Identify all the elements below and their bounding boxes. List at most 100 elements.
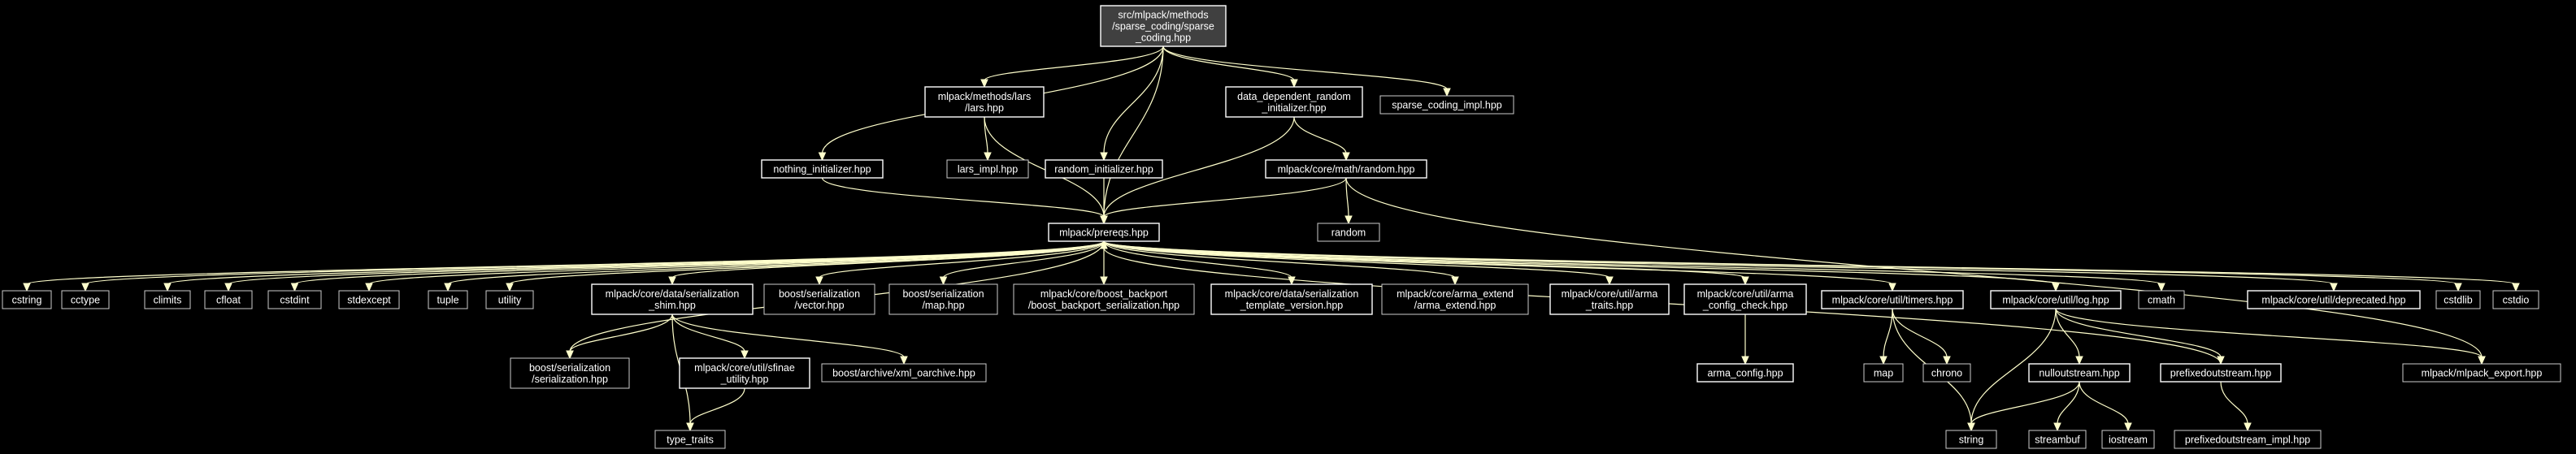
node-prereqs[interactable]: mlpack/prereqs.hpp xyxy=(1048,223,1160,242)
node-box[interactable] xyxy=(1225,86,1363,118)
node-box[interactable] xyxy=(1265,159,1427,179)
node-box[interactable] xyxy=(1549,283,1670,315)
edge-prereqs-to-timers xyxy=(1103,240,1893,285)
node-arma-config[interactable]: arma_config.hpp xyxy=(1696,363,1794,383)
node-core-random[interactable]: mlpack/core/math/random.hpp xyxy=(1265,159,1427,179)
node-box xyxy=(485,290,534,309)
edge-nullout-to-string xyxy=(1970,381,2080,425)
node-prefixed-impl: prefixedoutstream_impl.hpp xyxy=(2174,430,2322,449)
node-label-line: prefixedoutstream_impl.hpp xyxy=(2185,435,2310,446)
edge-root-to-rand_init xyxy=(1103,45,1164,154)
node-lars[interactable]: mlpack/methods/lars/lars.hpp xyxy=(924,86,1045,118)
node-label-line: _traits.hpp xyxy=(1585,300,1633,311)
arrowhead-root-to-rand_init xyxy=(1100,152,1108,162)
node-box xyxy=(888,283,998,315)
node-label-line: mlpack/core/boost_backport xyxy=(1040,288,1168,300)
node-box[interactable] xyxy=(1100,5,1227,47)
node-box[interactable] xyxy=(761,159,884,179)
node-box[interactable] xyxy=(924,86,1045,118)
node-label-line: mlpack/core/util/log.hpp xyxy=(2002,295,2109,306)
arrowhead-prereqs-to-bs_vector xyxy=(815,276,823,286)
arrowhead-arma_config_check-to-arma_config xyxy=(1741,356,1749,365)
node-box[interactable] xyxy=(2247,290,2421,309)
edge-ser_shim-to-xml_oarchive xyxy=(671,313,905,358)
node-box[interactable] xyxy=(1683,283,1807,315)
node-box[interactable] xyxy=(2028,363,2131,383)
node-root[interactable]: src/mlpack/methods/sparse_coding/sparse_… xyxy=(1100,5,1227,47)
node-label-line: mlpack/methods/lars xyxy=(938,91,1032,102)
node-map: map xyxy=(1863,363,1904,383)
node-box xyxy=(2,290,52,309)
node-box xyxy=(428,290,468,309)
arrowhead-lars-to-lars_impl xyxy=(984,152,992,162)
node-prefixed[interactable]: prefixedoutstream.hpp xyxy=(2160,363,2282,383)
node-nullout[interactable]: nulloutstream.hpp xyxy=(2028,363,2131,383)
node-label-line: type_traits xyxy=(667,435,714,446)
edge-prereqs-to-ser_shim xyxy=(671,240,1105,279)
arrowhead-prereqs-to-cstring xyxy=(23,283,31,292)
node-timers[interactable]: mlpack/core/util/timers.hpp xyxy=(1821,290,1964,309)
edge-timers-to-map xyxy=(1883,308,1893,358)
node-label-line: random xyxy=(1331,227,1366,239)
node-label-line: boost/serialization xyxy=(902,288,984,300)
arrowhead-root-to-nothing xyxy=(818,152,827,162)
node-box[interactable] xyxy=(591,283,754,315)
node-rand-init[interactable]: random_initializer.hpp xyxy=(1045,159,1163,179)
arrowhead-prereqs-to-arma_traits xyxy=(1605,276,1614,286)
node-streambuf: streambuf xyxy=(2028,430,2087,449)
node-arma-config-check[interactable]: mlpack/core/util/arma_config_check.hpp xyxy=(1683,283,1807,315)
arrowhead-prereqs-to-log xyxy=(2052,283,2060,292)
node-ser-template[interactable]: mlpack/core/data/serialization_template_… xyxy=(1210,283,1373,315)
node-cstdlib: cstdlib xyxy=(2435,290,2481,309)
arrowhead-ser_shim-to-bs_serialization xyxy=(566,350,574,360)
node-sfinae[interactable]: mlpack/core/util/sfinae_utility.hpp xyxy=(679,357,810,389)
node-box[interactable] xyxy=(2160,363,2282,383)
node-arma-extend: mlpack/core/arma_extend/arma_extend.hpp xyxy=(1381,283,1529,315)
node-cstring: cstring xyxy=(2,290,52,309)
node-boost-backport: mlpack/core/boost_backport/boost_backpor… xyxy=(1013,283,1195,315)
arrowhead-nullout-to-string xyxy=(1967,422,1975,432)
node-box[interactable] xyxy=(1821,290,1964,309)
arrowhead-root-to-ddri xyxy=(1290,79,1298,89)
arrowhead-sfinae-to-type_traits xyxy=(686,422,694,432)
node-label-line: cfloat xyxy=(216,295,241,306)
node-log[interactable]: mlpack/core/util/log.hpp xyxy=(1990,290,2122,309)
node-box[interactable] xyxy=(1210,283,1373,315)
node-cstdint: cstdint xyxy=(267,290,322,309)
arrowhead-prereqs-to-arma_extend xyxy=(1451,276,1459,286)
node-lars-impl: lars_impl.hpp xyxy=(946,159,1029,179)
node-random: random xyxy=(1317,223,1380,242)
node-box[interactable] xyxy=(1048,223,1160,242)
edge-nothing-to-prereqs xyxy=(821,177,1105,218)
node-box[interactable] xyxy=(1990,290,2122,309)
node-label-line: mlpack/mlpack_export.hpp xyxy=(2422,368,2543,379)
node-chrono: chrono xyxy=(1922,363,1971,383)
node-arma-traits[interactable]: mlpack/core/util/arma_traits.hpp xyxy=(1549,283,1670,315)
node-nothing[interactable]: nothing_initializer.hpp xyxy=(761,159,884,179)
node-ser-shim[interactable]: mlpack/core/data/serialization_shim.hpp xyxy=(591,283,754,315)
edge-log-to-string xyxy=(1970,308,2057,425)
node-label-line: mlpack/core/arma_extend xyxy=(1397,288,1514,300)
arrowhead-root-to-sc_impl xyxy=(1443,88,1451,97)
node-label-line: _initializer.hpp xyxy=(1261,102,1326,114)
node-label-line: random_initializer.hpp xyxy=(1054,164,1153,175)
node-box xyxy=(204,290,253,309)
arrowhead-prereqs-to-arma_config_check xyxy=(1741,276,1749,286)
node-box[interactable] xyxy=(1696,363,1794,383)
node-ddri[interactable]: data_dependent_random_initializer.hpp xyxy=(1225,86,1363,118)
arrowhead-prereqs-to-ser_template xyxy=(1288,276,1296,286)
node-label-line: boost/archive/xml_oarchive.hpp xyxy=(832,368,975,379)
node-label-line: mlpack/core/data/serialization xyxy=(1225,288,1359,300)
node-box[interactable] xyxy=(679,357,810,389)
arrowhead-prereqs-to-cstdint xyxy=(290,283,299,292)
edge-prereqs-to-cmath xyxy=(1103,240,2162,285)
node-box xyxy=(1013,283,1195,315)
arrowhead-prereqs-to-cstdio xyxy=(2512,283,2520,292)
node-box[interactable] xyxy=(1045,159,1163,179)
arrowhead-ser_shim-to-xml_oarchive xyxy=(900,356,908,365)
arrowhead-timers-to-map xyxy=(1879,356,1887,365)
node-deprecated[interactable]: mlpack/core/util/deprecated.hpp xyxy=(2247,290,2421,309)
node-cctype: cctype xyxy=(61,290,110,309)
node-label-line: boost/serialization xyxy=(529,362,610,374)
